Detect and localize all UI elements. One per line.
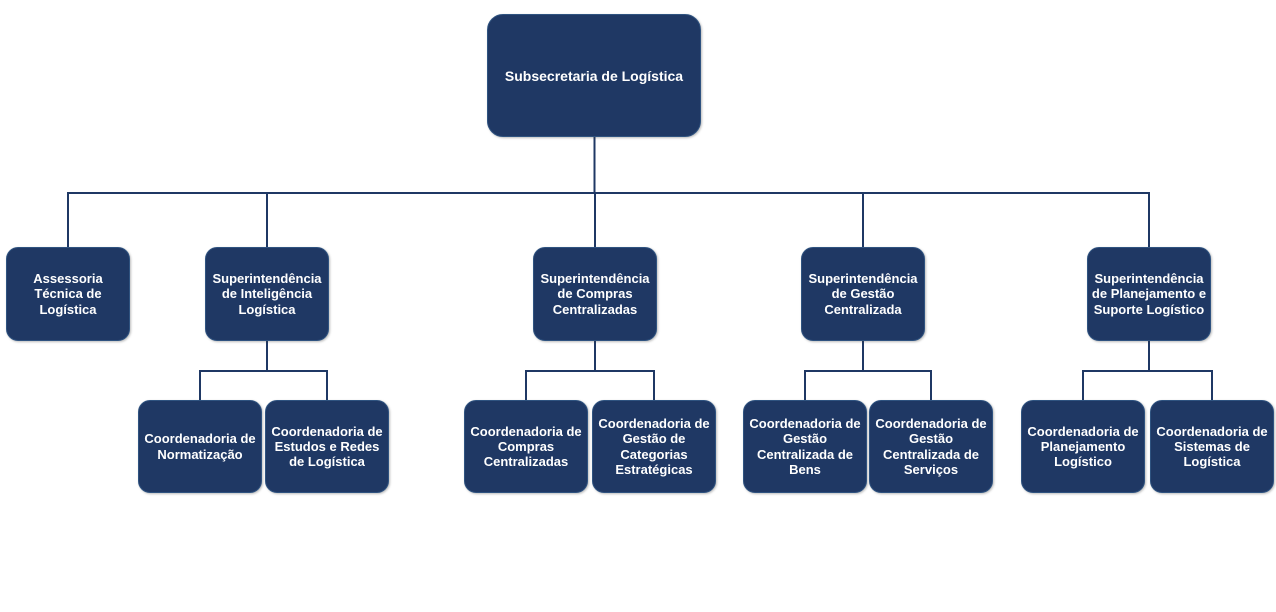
node-label: Subsecretaria de Logística [504,67,684,84]
node-coord-categorias-estrategicas: Coordenadoria de Gestão de Categorias Es… [592,400,716,493]
node-label: Superintendência de Gestão Centralizada [808,271,918,317]
node-label: Coordenadoria de Gestão Centralizada de … [749,415,861,477]
node-coord-normatizacao: Coordenadoria de Normatização [138,400,262,493]
node-coord-gestao-bens: Coordenadoria de Gestão Centralizada de … [743,400,867,493]
node-sup-inteligencia-logistica: Superintendência de Inteligência Logísti… [205,247,329,341]
node-label: Coordenadoria de Normatização [144,431,256,462]
node-subsecretaria-de-logistica: Subsecretaria de Logística [487,14,701,137]
node-sup-gestao-centralizada: Superintendência de Gestão Centralizada [801,247,925,341]
node-coord-planejamento-logistico: Coordenadoria de Planejamento Logístico [1021,400,1145,493]
node-label: Coordenadoria de Compras Centralizadas [470,423,582,470]
node-coord-estudos-redes: Coordenadoria de Estudos e Redes de Logí… [265,400,389,493]
node-coord-compras-centralizadas: Coordenadoria de Compras Centralizadas [464,400,588,493]
node-label: Superintendência de Compras Centralizada… [540,271,650,317]
node-label: Coordenadoria de Gestão de Categorias Es… [598,415,710,477]
node-coord-gestao-servicos: Coordenadoria de Gestão Centralizada de … [869,400,993,493]
node-sup-planejamento-suporte: Superintendência de Planejamento e Supor… [1087,247,1211,341]
node-label: Superintendência de Inteligência Logísti… [212,271,322,317]
node-coord-sistemas-logistica: Coordenadoria de Sistemas de Logística [1150,400,1274,493]
node-label: Coordenadoria de Planejamento Logístico [1027,423,1139,470]
node-label: Assessoria Técnica de Logística [33,271,103,317]
node-label: Superintendência de Planejamento e Supor… [1091,271,1207,317]
node-assessoria-tecnica: Assessoria Técnica de Logística [6,247,130,341]
node-label: Coordenadoria de Sistemas de Logística [1156,423,1268,470]
node-label: Coordenadoria de Estudos e Redes de Logí… [271,423,383,470]
node-label: Coordenadoria de Gestão Centralizada de … [875,415,987,477]
node-sup-compras-centralizadas: Superintendência de Compras Centralizada… [533,247,657,341]
